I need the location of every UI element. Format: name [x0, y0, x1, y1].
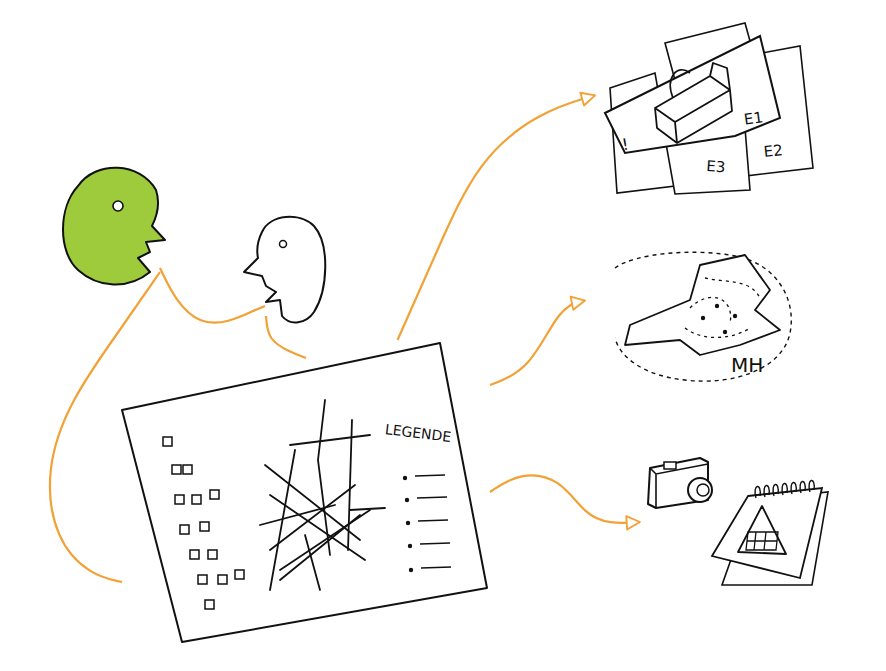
flow-arrow — [490, 301, 585, 385]
calendar-page — [712, 488, 822, 578]
speech-line — [266, 316, 306, 358]
calendar-ring — [755, 486, 760, 498]
legend-bullet — [408, 544, 412, 548]
map-symbol — [208, 550, 217, 559]
map-symbol — [192, 495, 201, 504]
map-symbol — [235, 570, 244, 579]
map-street — [348, 420, 352, 550]
sheet-label: E3 — [706, 158, 726, 176]
building-sketch — [655, 63, 732, 143]
map-street — [290, 435, 370, 445]
map-symbol — [218, 575, 227, 584]
legend-line — [417, 497, 447, 498]
legend-bullet — [403, 476, 407, 480]
white-face — [244, 217, 325, 323]
document-sheet — [605, 36, 780, 153]
calendar-ring — [764, 485, 769, 497]
calendar-ring — [773, 484, 778, 496]
document-stack: E1E2E3 — [595, 18, 815, 198]
map-symbol — [180, 525, 189, 534]
camera-lens — [688, 478, 712, 502]
map-symbol — [210, 490, 219, 499]
area-point — [715, 304, 719, 308]
map-symbol — [198, 575, 207, 584]
flow-arrow — [490, 475, 640, 522]
camera-lens — [697, 484, 709, 496]
sheet-label: E1 — [743, 109, 764, 128]
area-point — [701, 316, 705, 320]
map-street — [265, 465, 360, 540]
calendar-ring — [800, 481, 805, 493]
calendar-grid — [746, 532, 778, 550]
area-outline — [625, 255, 780, 355]
territory-map-outline — [585, 248, 800, 390]
sheet-outline — [122, 343, 487, 642]
map-symbol — [200, 522, 209, 531]
map-sheet: LEGENDE — [120, 340, 490, 645]
map-symbol — [172, 465, 181, 474]
map-street — [318, 400, 330, 555]
legend-line — [420, 543, 450, 544]
map-symbol — [163, 437, 172, 446]
map-symbol — [190, 550, 199, 559]
legend-line — [421, 567, 451, 568]
area-point — [733, 314, 737, 318]
area-point — [723, 330, 727, 334]
map-street — [280, 515, 360, 580]
calendar-ring — [791, 482, 796, 494]
building-sketch — [670, 70, 690, 98]
document-stack-outline — [595, 18, 815, 198]
legend-bullet — [406, 521, 410, 525]
map-symbol — [205, 600, 214, 609]
calendar-ring — [782, 483, 787, 495]
speech-line — [160, 268, 265, 323]
map-symbol — [175, 495, 184, 504]
camera-viewfinder — [664, 462, 676, 469]
map-sheet-outline — [120, 340, 490, 645]
legend-bullet — [405, 498, 409, 502]
map-street — [350, 508, 385, 510]
face-eye — [280, 241, 287, 248]
area-label: MH — [731, 354, 763, 376]
calendar-tree — [738, 506, 786, 554]
flow-arrow — [398, 95, 596, 340]
calendar-ring — [809, 480, 814, 492]
area-boundary — [615, 252, 791, 381]
legend-bullet — [409, 568, 413, 572]
green-face — [63, 168, 165, 285]
sheet-label: E2 — [763, 142, 784, 160]
legend-line — [418, 520, 448, 521]
area-subdivision — [685, 278, 760, 337]
map-street — [305, 535, 320, 590]
map-street — [270, 450, 295, 590]
territory-map: MH — [585, 248, 800, 390]
face-eye — [113, 201, 123, 211]
legend-line — [415, 475, 445, 476]
map-symbol — [183, 465, 192, 474]
